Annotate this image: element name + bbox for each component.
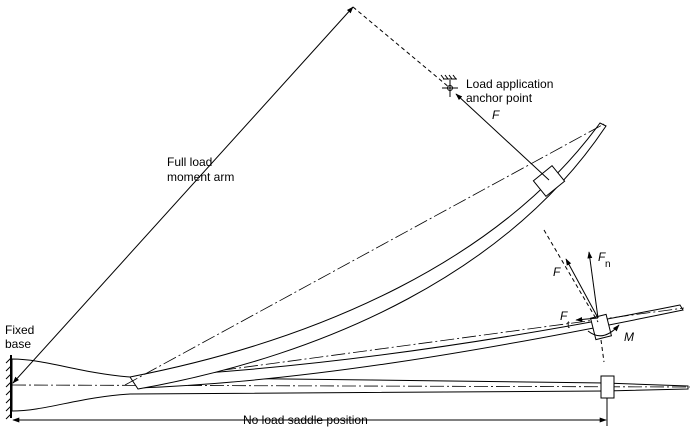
force-symbol-top: F [492, 108, 500, 122]
saddle-fully-loaded [532, 164, 566, 198]
fixed-base-label: Fixed [5, 323, 34, 337]
force-symbol-mid: F [553, 265, 561, 279]
anchor-point-label-line2: anchor point [466, 91, 533, 105]
saddle-partially-loaded [589, 313, 613, 341]
fixed-base-label-line2: base [5, 337, 31, 351]
anchor-point-symbol [440, 74, 458, 97]
anchor-point-label: Load application [466, 77, 553, 91]
tangential-force-arrow [575, 316, 599, 322]
normal-force-subscript: n [605, 259, 611, 270]
moment-arm-label-line2: moment arm [167, 170, 234, 184]
tangential-force-symbol: F [560, 309, 568, 323]
force-decomposition [543, 229, 620, 363]
moment-arm-label: Full load [167, 155, 212, 169]
force-arrow-mid [565, 258, 599, 319]
tangential-force-subscript: t [567, 320, 570, 331]
saddle-unloaded [600, 375, 615, 399]
moment-symbol: M [624, 330, 634, 344]
normal-force-arrow [587, 251, 599, 319]
fixed-base-wall [5, 355, 12, 420]
normal-force-symbol: F [598, 250, 606, 264]
moment-arm-dimension [12, 6, 451, 384]
saddle-position-label: No load saddle position [243, 413, 368, 427]
saddle-position-dimension [12, 398, 608, 426]
force-arrow-top [455, 93, 550, 181]
moment-arrow [587, 324, 620, 337]
